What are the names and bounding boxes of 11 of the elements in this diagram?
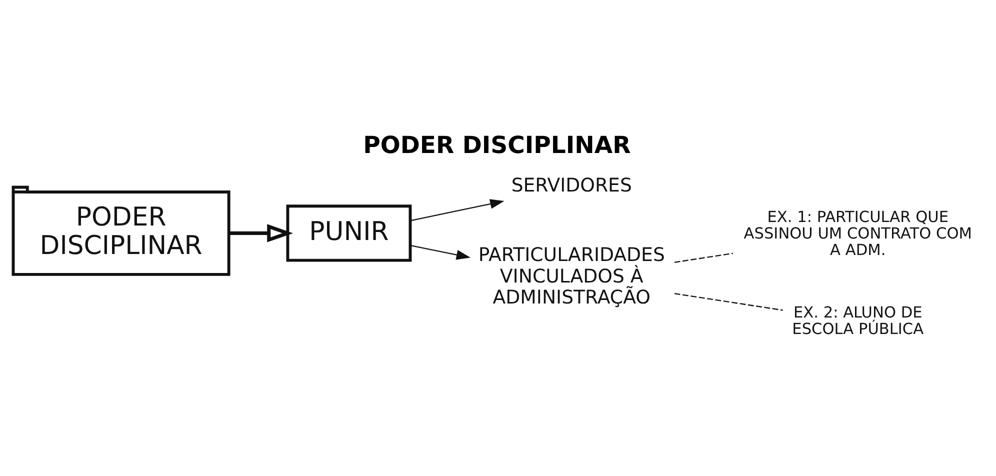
diagram-title: PODER DISCIPLINAR: [363, 130, 631, 159]
node-text: PARTICULARIDADES VINCULADOS À ADMINISTRAÇÃO: [478, 244, 665, 308]
node-box: PUNIR: [286, 204, 412, 262]
connector: [674, 252, 733, 262]
node-text: SERVIDORES: [511, 175, 632, 196]
arrow: [410, 198, 504, 221]
node-text: EX. 1: PARTICULAR QUE ASSINOU UM CONTRATO COM A ADM.: [744, 207, 972, 258]
node-text: EX. 2: ALUNO DE ESCOLA PÚBLICA: [792, 302, 924, 338]
arrow: [229, 224, 294, 242]
connector: [674, 292, 783, 310]
arrow: [410, 244, 471, 260]
